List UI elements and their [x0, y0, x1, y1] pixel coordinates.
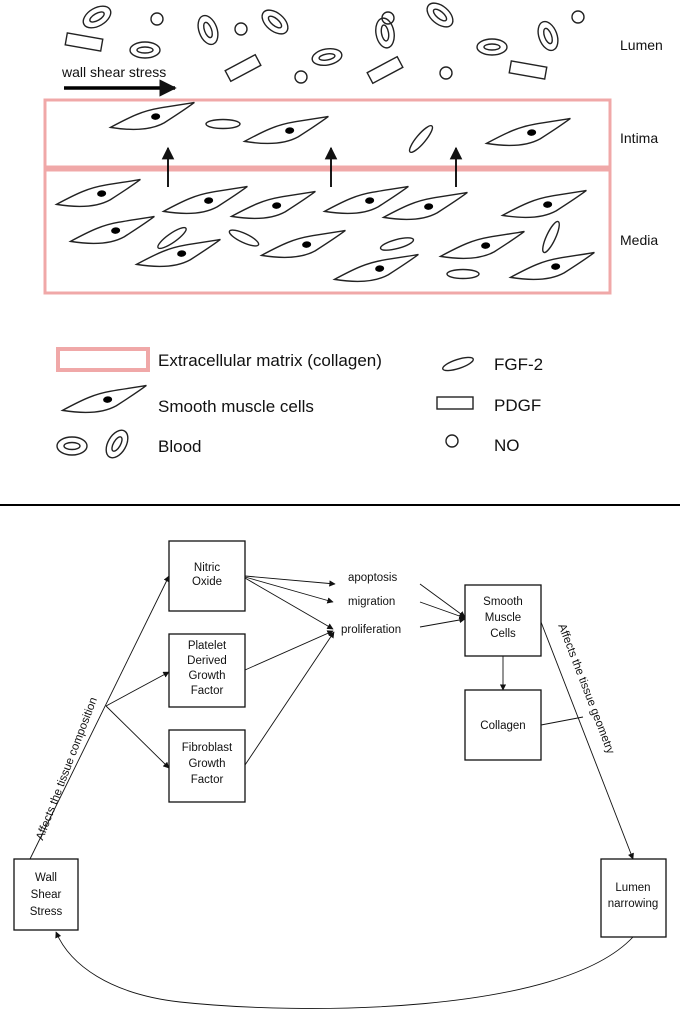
edge-apoptosis-smc	[419, 583, 466, 618]
blood-cell	[261, 9, 289, 35]
blood-cell	[129, 41, 161, 59]
edge-no-proliferation	[244, 577, 334, 630]
no-particle	[234, 22, 248, 36]
pdgf-particle	[508, 60, 548, 80]
smooth-muscle-cell	[54, 178, 141, 208]
edge-no-migration	[244, 576, 334, 604]
fgf2-particle	[542, 220, 560, 254]
smooth-muscle-cell	[508, 251, 595, 281]
blood-legend-label: Blood	[158, 437, 201, 456]
smc-legend-label: Smooth muscle cells	[158, 397, 314, 416]
edge-collagen-lumen	[540, 716, 584, 726]
smooth-muscle-cell	[229, 190, 316, 220]
smc-legend-swatch	[60, 384, 147, 414]
blood-cell	[82, 5, 112, 29]
no-particle	[294, 70, 308, 84]
fgf2-legend-swatch	[442, 356, 474, 372]
intima-cells	[108, 101, 571, 154]
edge-no-apoptosis	[244, 575, 336, 587]
pdgf-particle	[224, 53, 262, 83]
intima-ecm-box	[43, 98, 612, 169]
edge-migration-smc	[419, 601, 466, 620]
lumen-label: Lumen	[620, 37, 663, 53]
intima-label: Intima	[620, 130, 658, 146]
smooth-muscle-cell	[108, 101, 195, 131]
fgf2-particle	[446, 268, 480, 280]
fgf2-particle	[408, 124, 434, 154]
edge-proliferation-smc	[419, 616, 466, 628]
lumen-narrowing-box	[600, 858, 667, 938]
smooth-muscle-cell	[161, 185, 248, 215]
no-particle	[150, 12, 164, 26]
no-legend-swatch	[445, 434, 459, 448]
fgf2-particle	[205, 118, 241, 130]
no-particle	[571, 10, 585, 24]
edge-fgf-proliferation	[244, 631, 335, 766]
smooth-muscle-cell	[134, 238, 221, 268]
no-particle	[381, 11, 395, 25]
smooth-muscle-cell	[322, 185, 409, 215]
pdgf-particle	[366, 55, 404, 85]
media-cells	[54, 178, 595, 283]
blood-cell	[476, 38, 508, 56]
migration-label: migration	[348, 596, 395, 608]
pdgf-legend-label: PDGF	[494, 396, 541, 415]
vessel-wall-schematic: wall shear stress Lumen Intima Media	[43, 2, 663, 295]
legend: Extracellular matrix (collagen) Smooth m…	[56, 347, 543, 459]
blood-cell	[197, 14, 219, 46]
media-ecm-box	[43, 168, 612, 295]
edge-branch-pdgf	[105, 671, 170, 707]
fgf2-particle	[157, 226, 187, 250]
smooth-muscle-cell	[438, 230, 525, 260]
edge-pdgf-proliferation	[244, 630, 334, 671]
wall-shear-stress-label: wall shear stress	[61, 64, 166, 80]
smooth-muscle-cell	[68, 215, 155, 245]
apoptosis-label: apoptosis	[348, 572, 397, 584]
blood-legend-swatch	[56, 429, 129, 459]
geometry-edge-label: Affects the tissue geometry	[555, 622, 616, 756]
blood-cell	[537, 20, 559, 52]
smooth-muscle-cell	[332, 253, 419, 283]
ecm-legend-label: Extracellular matrix (collagen)	[158, 351, 382, 370]
smooth-muscle-cell	[259, 229, 346, 259]
collagen-label: Collagen	[480, 720, 525, 732]
no-particle	[439, 66, 453, 80]
edge-wss-no	[29, 575, 170, 860]
blood-cell	[311, 48, 343, 66]
smooth-muscle-cell	[484, 117, 571, 147]
fgf2-particle	[379, 237, 415, 251]
lumen-particles	[64, 2, 585, 85]
proliferation-label: proliferation	[341, 624, 401, 636]
pdgf-box	[168, 633, 246, 708]
composition-edge-label: Affects the tissue composition	[34, 696, 100, 842]
fgf2-particle	[228, 229, 260, 247]
no-legend-label: NO	[494, 436, 520, 455]
smooth-muscle-cell	[242, 115, 329, 145]
pdgf-particle	[64, 32, 104, 52]
media-label: Media	[620, 232, 658, 248]
edge-branch-fgf	[105, 705, 170, 769]
blood-cell	[426, 2, 454, 28]
ecm-legend-swatch	[56, 347, 150, 372]
edge-smc-lumen	[540, 621, 634, 860]
edge-lumen-wss-feedback	[55, 931, 634, 1009]
smooth-muscle-cell	[500, 189, 587, 219]
smooth-muscle-cell	[381, 191, 468, 221]
pdgf-legend-swatch	[436, 396, 474, 410]
fgf2-legend-label: FGF-2	[494, 355, 543, 374]
wall-shear-stress-box	[13, 858, 79, 931]
